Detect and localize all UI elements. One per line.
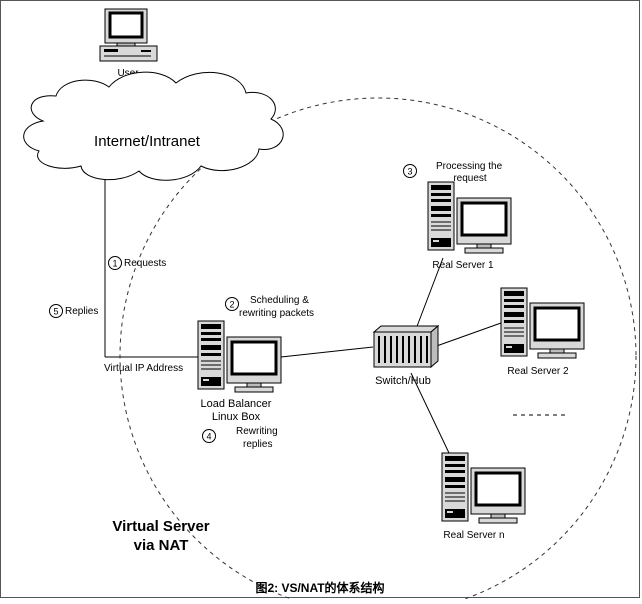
user-label: User (117, 68, 139, 79)
svg-text:Scheduling &: Scheduling & (250, 295, 309, 306)
real-server-1-label: Real Server 1 (432, 260, 494, 271)
virtual-ip-label: Virtual IP Address (104, 363, 183, 374)
cloud-icon (23, 71, 284, 181)
svg-text:2: 2 (229, 300, 234, 310)
svg-text:3: 3 (407, 167, 412, 177)
switch-to-server2-line (430, 322, 502, 349)
step-5: 5 Replies (49, 304, 98, 318)
server-tower-icon (500, 287, 528, 357)
desktop-computer-icon (99, 8, 158, 62)
svg-text:5: 5 (53, 307, 58, 317)
real-server-1-node (427, 181, 513, 255)
figure-caption: 图2: VS/NAT的体系结构 (255, 580, 384, 595)
step-2: 2 Scheduling & rewriting packets (225, 295, 314, 319)
svg-text:1: 1 (112, 259, 117, 269)
via-nat-label: via NAT (134, 537, 189, 554)
monitor-icon (455, 196, 513, 255)
server-tower-icon (427, 181, 455, 251)
server-tower-icon (197, 320, 225, 390)
real-server-2-label: Real Server 2 (507, 366, 569, 377)
monitor-icon (528, 301, 586, 360)
svg-text:replies: replies (243, 439, 272, 450)
real-server-n-label: Real Server n (443, 530, 504, 541)
virtual-server-boundary (119, 97, 637, 604)
switch-to-servern-line (410, 372, 450, 454)
svg-text:rewriting packets: rewriting packets (239, 308, 314, 319)
svg-text:Replies: Replies (65, 306, 98, 317)
load-balancer-node (197, 320, 283, 394)
switch-hub-label: Switch/Hub (375, 375, 431, 387)
real-server-n-node (441, 452, 527, 525)
svg-text:Processing the: Processing the (436, 161, 503, 172)
step-1: 1 Requests (108, 256, 166, 270)
svg-text:Rewriting: Rewriting (236, 426, 278, 437)
real-server-2-node (500, 287, 586, 360)
monitor-icon (225, 335, 283, 394)
step-3: 3 Processing the request (403, 161, 503, 184)
server-tower-icon (441, 452, 469, 522)
svg-text:4: 4 (206, 432, 211, 442)
linux-box-label: Linux Box (212, 411, 261, 423)
load-balancer-label: Load Balancer (201, 398, 272, 410)
switch-hub-icon (372, 324, 440, 369)
cloud-label: Internet/Intranet (94, 133, 201, 150)
balancer-to-switch-line (280, 346, 374, 358)
virtual-server-label: Virtual Server (112, 518, 209, 535)
monitor-icon (469, 466, 527, 525)
svg-text:Requests: Requests (124, 258, 166, 269)
svg-text:request: request (453, 173, 487, 184)
switch-to-server1-line (415, 257, 444, 330)
step-4: 4 Rewriting replies (202, 426, 278, 450)
